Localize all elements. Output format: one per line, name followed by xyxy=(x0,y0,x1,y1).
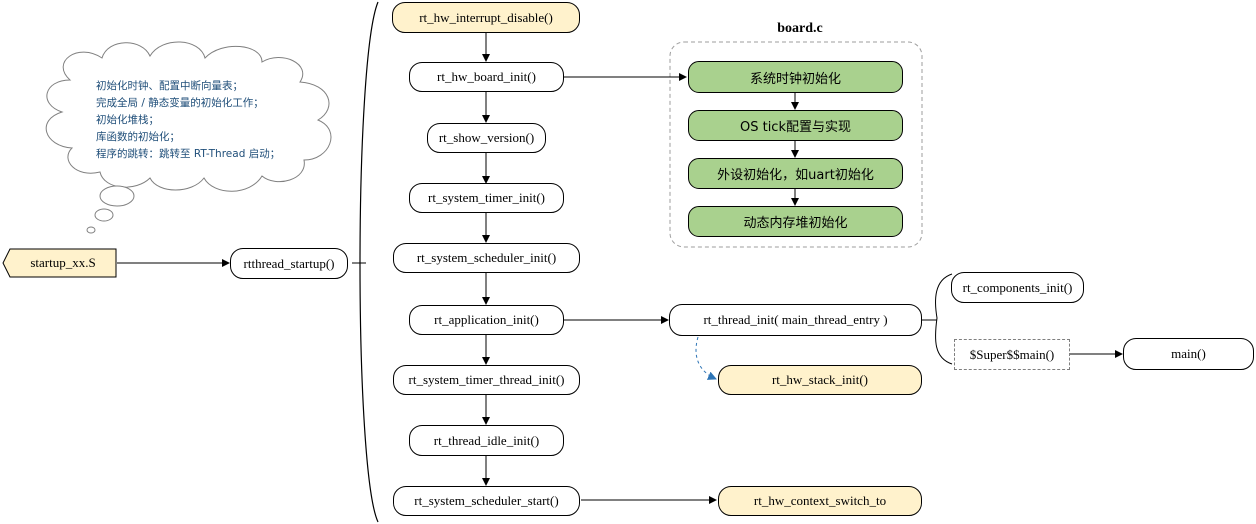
connectors xyxy=(117,33,1123,504)
cloud-line: 初始化时钟、配置中断向量表； xyxy=(96,80,243,92)
show-version-node: rt_show_version() xyxy=(427,123,546,153)
stack-init-node: rt_hw_stack_init() xyxy=(718,365,922,395)
board-step: OS tick配置与实现 xyxy=(688,110,903,141)
board-group-frame xyxy=(669,41,923,248)
context-switch-node: rt_hw_context_switch_to xyxy=(718,486,922,516)
cloud-notes: 初始化时钟、配置中断向量表； 完成全局 / 静态变量的初始化工作； 初始化堆栈；… xyxy=(96,78,280,163)
cloud-line: 程序的跳转：跳转至 RT-Thread 启动； xyxy=(96,148,281,160)
thread-init-node: rt_thread_init( main_thread_entry ) xyxy=(669,304,922,336)
stack-init-dashed-arrow xyxy=(695,336,717,380)
cloud-line: 初始化堆栈； xyxy=(96,114,159,126)
components-init-node: rt_components_init() xyxy=(951,272,1084,303)
timer-thread-init-node: rt_system_timer_thread_init() xyxy=(393,365,580,395)
cloud-line: 库函数的初始化； xyxy=(96,131,180,143)
cloud-line: 完成全局 / 静态变量的初始化工作； xyxy=(96,97,264,109)
startup-node: startup_xx.S xyxy=(30,255,96,270)
interrupt-disable-node: rt_hw_interrupt_disable() xyxy=(392,2,580,33)
scheduler-init-node: rt_system_scheduler_init() xyxy=(393,243,580,273)
thread-brace xyxy=(935,273,953,365)
scheduler-start-node: rt_system_scheduler_start() xyxy=(393,486,580,516)
thought-cloud xyxy=(45,41,332,234)
call-arc xyxy=(359,1,379,523)
board-step: 外设初始化，如uart初始化 xyxy=(688,158,903,189)
board-init-node: rt_hw_board_init() xyxy=(409,62,564,92)
startup-hexagon-shape xyxy=(2,248,117,278)
board-step: 系统时钟初始化 xyxy=(688,61,903,93)
board-step: 动态内存堆初始化 xyxy=(688,206,903,237)
system-timer-init-node: rt_system_timer_init() xyxy=(409,183,564,213)
board-group-title: board.c xyxy=(777,21,823,36)
rtthread-startup-node: rtthread_startup() xyxy=(230,248,348,279)
idle-init-node: rt_thread_idle_init() xyxy=(409,425,564,456)
main-node: main() xyxy=(1123,338,1254,370)
super-main-node: $Super$$main() xyxy=(954,339,1070,370)
application-init-node: rt_application_init() xyxy=(409,305,564,335)
